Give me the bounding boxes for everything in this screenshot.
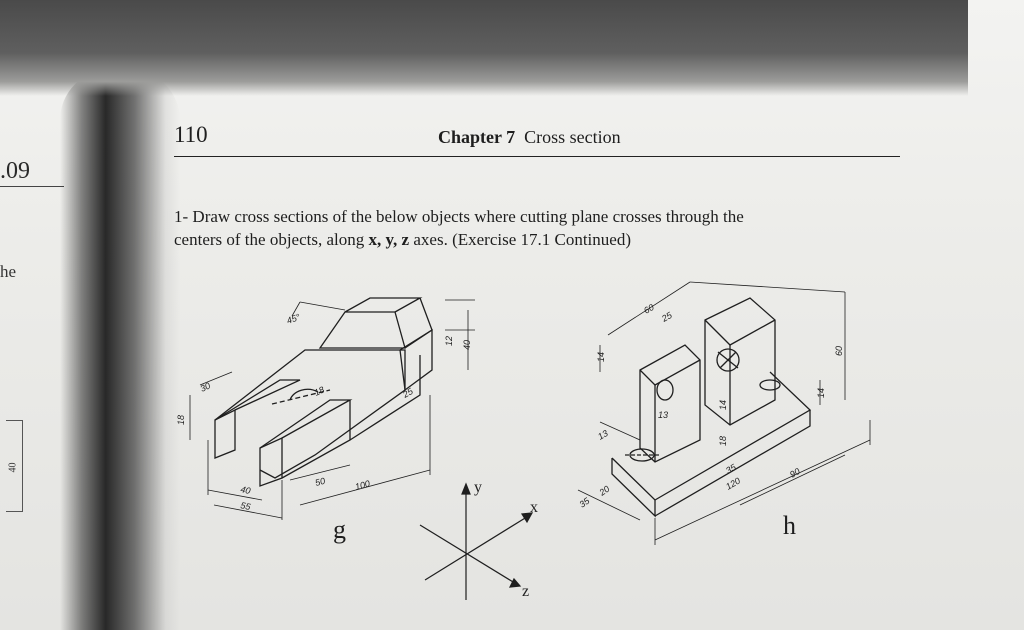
figure-g-dim-50: 50	[314, 476, 326, 488]
figure-g-right-prong-top	[259, 399, 353, 449]
figure-h-dim-18: 18	[718, 436, 728, 446]
figure-h-dim-25: 25	[659, 310, 674, 325]
figure-h-base-hole	[629, 448, 655, 462]
figure-g-dimension-lines	[189, 299, 475, 520]
figure-h-dimension-lines	[577, 281, 871, 545]
x-axis-arrow	[520, 512, 534, 524]
z-axis-arrow	[508, 577, 522, 588]
x-axis-label: x	[530, 499, 538, 516]
figure-h-dim-14-left: 14	[596, 352, 606, 362]
chapter-heading: Chapter 7 Cross section	[438, 127, 621, 148]
figure-g-label: g	[333, 515, 346, 544]
figure-h-dim-13-base: 13	[596, 428, 610, 442]
chapter-title: Cross section	[524, 127, 621, 147]
figure-h-left-upright-top-edge	[639, 369, 656, 386]
figure-h-dim-14-right: 14	[816, 388, 826, 398]
figure-h-drawing: 60 25 14 13 13 18 14 35 20 35 120 90 14 …	[577, 281, 871, 545]
figure-g-wedge-top	[344, 297, 423, 313]
figure-h-dim-35-right: 35	[724, 462, 739, 476]
figure-g-left-prong-top	[214, 379, 301, 421]
figure-h-dim-120: 120	[724, 476, 742, 492]
figure-g-block-side	[399, 328, 433, 392]
page-number: 110	[174, 122, 208, 147]
figure-h-dim-13-hole: 13	[658, 410, 668, 420]
figure-g-dim-40-bottom: 40	[240, 484, 252, 496]
left-page-fragment: he	[0, 262, 17, 281]
left-page-box	[6, 420, 23, 512]
figure-h-left-hole	[656, 379, 674, 401]
figure-g-dim-100: 100	[354, 478, 371, 492]
figure-h-right-upright-top	[729, 319, 776, 346]
z-axis-label: z	[522, 583, 529, 600]
figure-g-dim-12: 12	[444, 336, 454, 346]
figure-g-wedge-side	[404, 297, 433, 349]
figure-g-dim-55: 55	[240, 500, 253, 512]
top-shadow	[0, 0, 968, 96]
figure-g-dim-18-left: 18	[176, 415, 186, 425]
y-axis-arrow	[461, 482, 471, 495]
figure-h-right-upright-top-edge	[704, 319, 731, 346]
figure-h-base-front	[611, 458, 656, 518]
figure-h-base-side	[654, 410, 811, 517]
figure-g-base-front	[281, 400, 351, 479]
left-page-number: .09	[0, 158, 30, 184]
exercise-axes: x, y, z	[368, 230, 410, 249]
figure-g-slot-centerline	[271, 389, 331, 405]
chapter-label: Chapter 7	[438, 127, 516, 147]
figure-h-base-top	[611, 371, 812, 501]
y-axis-label: y	[474, 479, 482, 496]
figure-g-wedge-front	[318, 311, 406, 349]
figure-g-dim-30: 30	[199, 381, 212, 394]
figure-h-right-hole	[716, 348, 740, 372]
figure-g-drawing: 45° 12 40 30 18 18 25 40 55 50 100	[176, 297, 475, 520]
figure-g-dim-angle: 45°	[285, 312, 302, 326]
figure-h-dim-60-right: 60	[834, 346, 844, 356]
figure-h-dim-20: 20	[597, 484, 612, 499]
figure-g-dim-18-slot: 18	[313, 385, 326, 398]
figure-h-dim-35-left: 35	[577, 495, 592, 510]
figure-h-dim-90: 90	[788, 466, 802, 480]
figure-h-label: h	[783, 511, 796, 540]
book-spine-shadow	[60, 70, 180, 630]
left-page-rule	[0, 186, 64, 187]
figure-g-dim-40: 40	[462, 340, 472, 350]
z-axis-line	[419, 524, 519, 586]
exercise-instructions: 1- Draw cross sections of the below obje…	[174, 205, 904, 251]
exercise-line-1: 1- Draw cross sections of the below obje…	[174, 207, 744, 226]
figure-g-left-prong-front	[214, 408, 236, 459]
page-header: 110 Chapter 7 Cross section	[174, 118, 900, 157]
exercise-line-2-start: centers of the objects, along	[174, 230, 369, 249]
figure-g-dim-25: 25	[400, 386, 415, 401]
figure-h-side-hole	[759, 379, 781, 391]
axes-diagram: y x z	[419, 479, 538, 600]
figure-h-right-upright	[704, 297, 776, 426]
exercise-line-2: centers of the objects, along x, y, z ax…	[174, 228, 904, 251]
figure-h-dim-60-top: 60	[642, 302, 656, 316]
exercise-line-2-end: axes. (Exercise 17.1 Continued)	[409, 230, 631, 249]
figure-g-base-side	[349, 355, 421, 441]
x-axis-line	[424, 514, 531, 581]
figure-h-left-upright	[639, 344, 701, 463]
figure-g-slot-arc	[289, 388, 319, 401]
figure-h-dim-14-mid: 14	[718, 400, 728, 410]
